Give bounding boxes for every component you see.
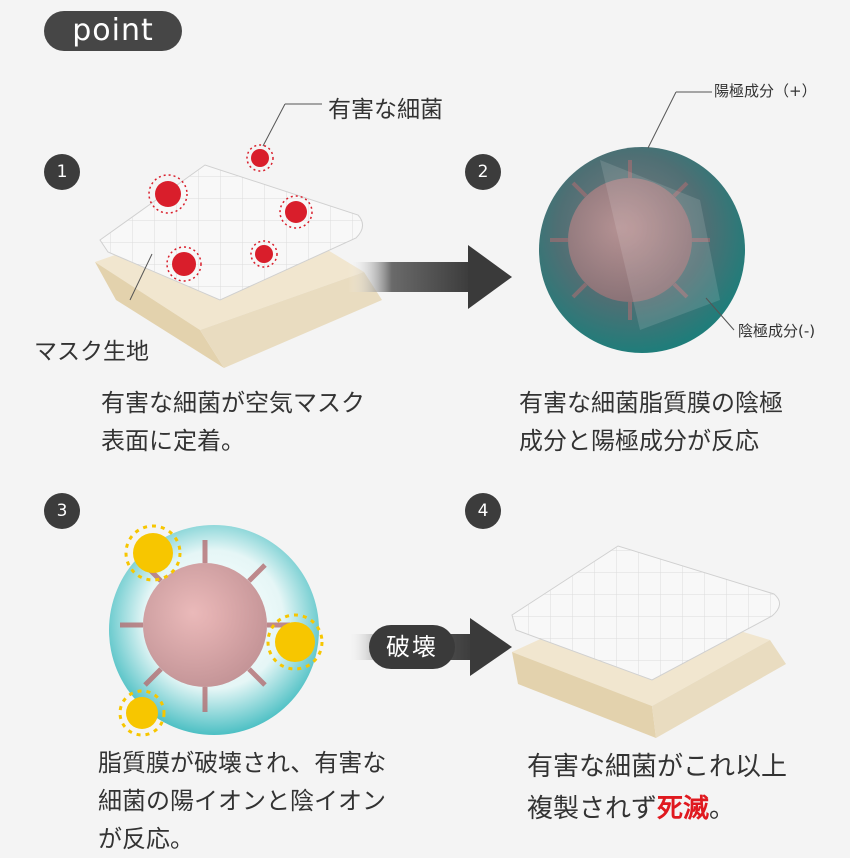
clean-mask-fabric-illustration xyxy=(511,545,786,738)
caption-line: 細菌の陽イオンと陰イオン xyxy=(98,787,386,815)
bacteria-icon xyxy=(155,149,307,276)
destroy-label: 破壊 xyxy=(369,625,455,669)
step-2-caption: 有害な細菌脂質膜の陰極 成分と陽極成分が反応 xyxy=(519,384,783,460)
negative-component-label: 陰極成分(-) xyxy=(738,322,816,340)
caption-end: 。 xyxy=(709,794,736,824)
caption-line: 複製されず死滅。 xyxy=(527,788,787,830)
caption-line: 表面に定着。 xyxy=(101,427,245,455)
step-4-caption: 有害な細菌がこれ以上 複製されず死滅。 xyxy=(527,746,787,830)
step-3-caption: 脂質膜が破壊され、有害な 細菌の陽イオンと陰イオン が反応。 xyxy=(98,744,386,858)
step-1-caption: 有害な細菌が空気マスク 表面に定着。 xyxy=(101,384,365,460)
virus-sphere-illustration xyxy=(539,147,745,353)
caption-line: 成分と陽極成分が反応 xyxy=(519,427,759,455)
caption-text: 複製されず xyxy=(527,794,658,824)
step-2-number: 2 xyxy=(465,154,501,190)
bacteria-spikes-icon xyxy=(148,144,313,282)
point-badge: point xyxy=(44,11,182,51)
caption-line: 有害な細菌脂質膜の陰極 xyxy=(519,389,783,417)
caption-line: 有害な細菌が空気マスク xyxy=(101,389,365,417)
caption-line: 有害な細菌がこれ以上 xyxy=(527,752,788,782)
caption-line: 脂質膜が破壊され、有害な xyxy=(98,749,387,777)
highlight-text: 死滅 xyxy=(657,794,710,824)
positive-component-label: 陽極成分（+） xyxy=(714,82,817,100)
step-4-number: 4 xyxy=(465,493,501,529)
arrow-icon xyxy=(348,245,512,309)
destroyed-virus-illustration xyxy=(109,525,319,735)
sun-rays-icon xyxy=(118,524,324,737)
mask-fabric-label: マスク生地 xyxy=(34,339,149,365)
bacteria-label: 有害な細菌 xyxy=(328,97,443,123)
step-3-number: 3 xyxy=(44,493,80,529)
caption-line: が反応。 xyxy=(98,825,194,853)
sun-icon xyxy=(126,533,315,729)
step-1-number: 1 xyxy=(44,154,80,190)
